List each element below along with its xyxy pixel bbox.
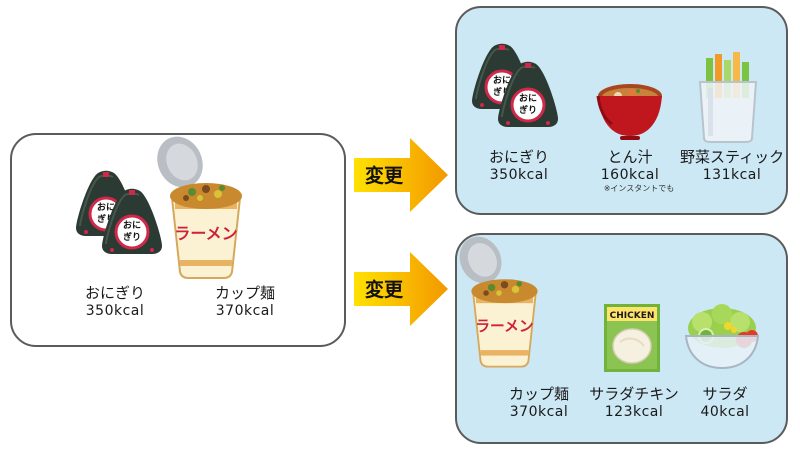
tonjiru-bowl-icon [596,82,664,142]
after1-veg-name: 野菜スティック [680,148,785,166]
after2-salad-name: サラダ [702,385,748,403]
salad-chicken-icon [603,303,661,373]
after1-onigiri-kcal: 350kcal [489,167,549,183]
after1-tonjiru-note: ※インスタントでも [603,184,675,193]
after2-cupnoodle-name: カップ麺 [508,385,569,403]
change-arrow-2-label: 変更 [365,279,404,301]
before-onigiri-name: おにぎり [84,284,145,302]
cup-noodle-icon [451,228,539,368]
after1-onigiri-name: おにぎり [488,148,549,166]
vegetable-sticks-icon [699,51,757,143]
after1-veg-kcal: 131kcal [702,167,762,183]
before-onigiri-kcal: 350kcal [85,303,145,319]
cup-noodle-icon [148,128,243,279]
salad-icon [685,303,759,369]
onigiri-icon [76,170,166,265]
after2-chicken-name: サラダチキン [589,385,679,403]
after2-cupnoodle-kcal: 370kcal [509,404,569,420]
after1-tonjiru-kcal: 160kcal [600,167,660,183]
before-cupnoodle-name: カップ麺 [214,284,275,302]
onigiri-icon [472,43,562,138]
after2-chicken-kcal: 123kcal [604,404,664,420]
after2-salad-kcal: 40kcal [700,404,750,420]
after1-tonjiru-name: とん汁 [607,148,653,166]
change-arrow-1-label: 変更 [365,165,404,187]
before-cupnoodle-kcal: 370kcal [215,303,275,319]
